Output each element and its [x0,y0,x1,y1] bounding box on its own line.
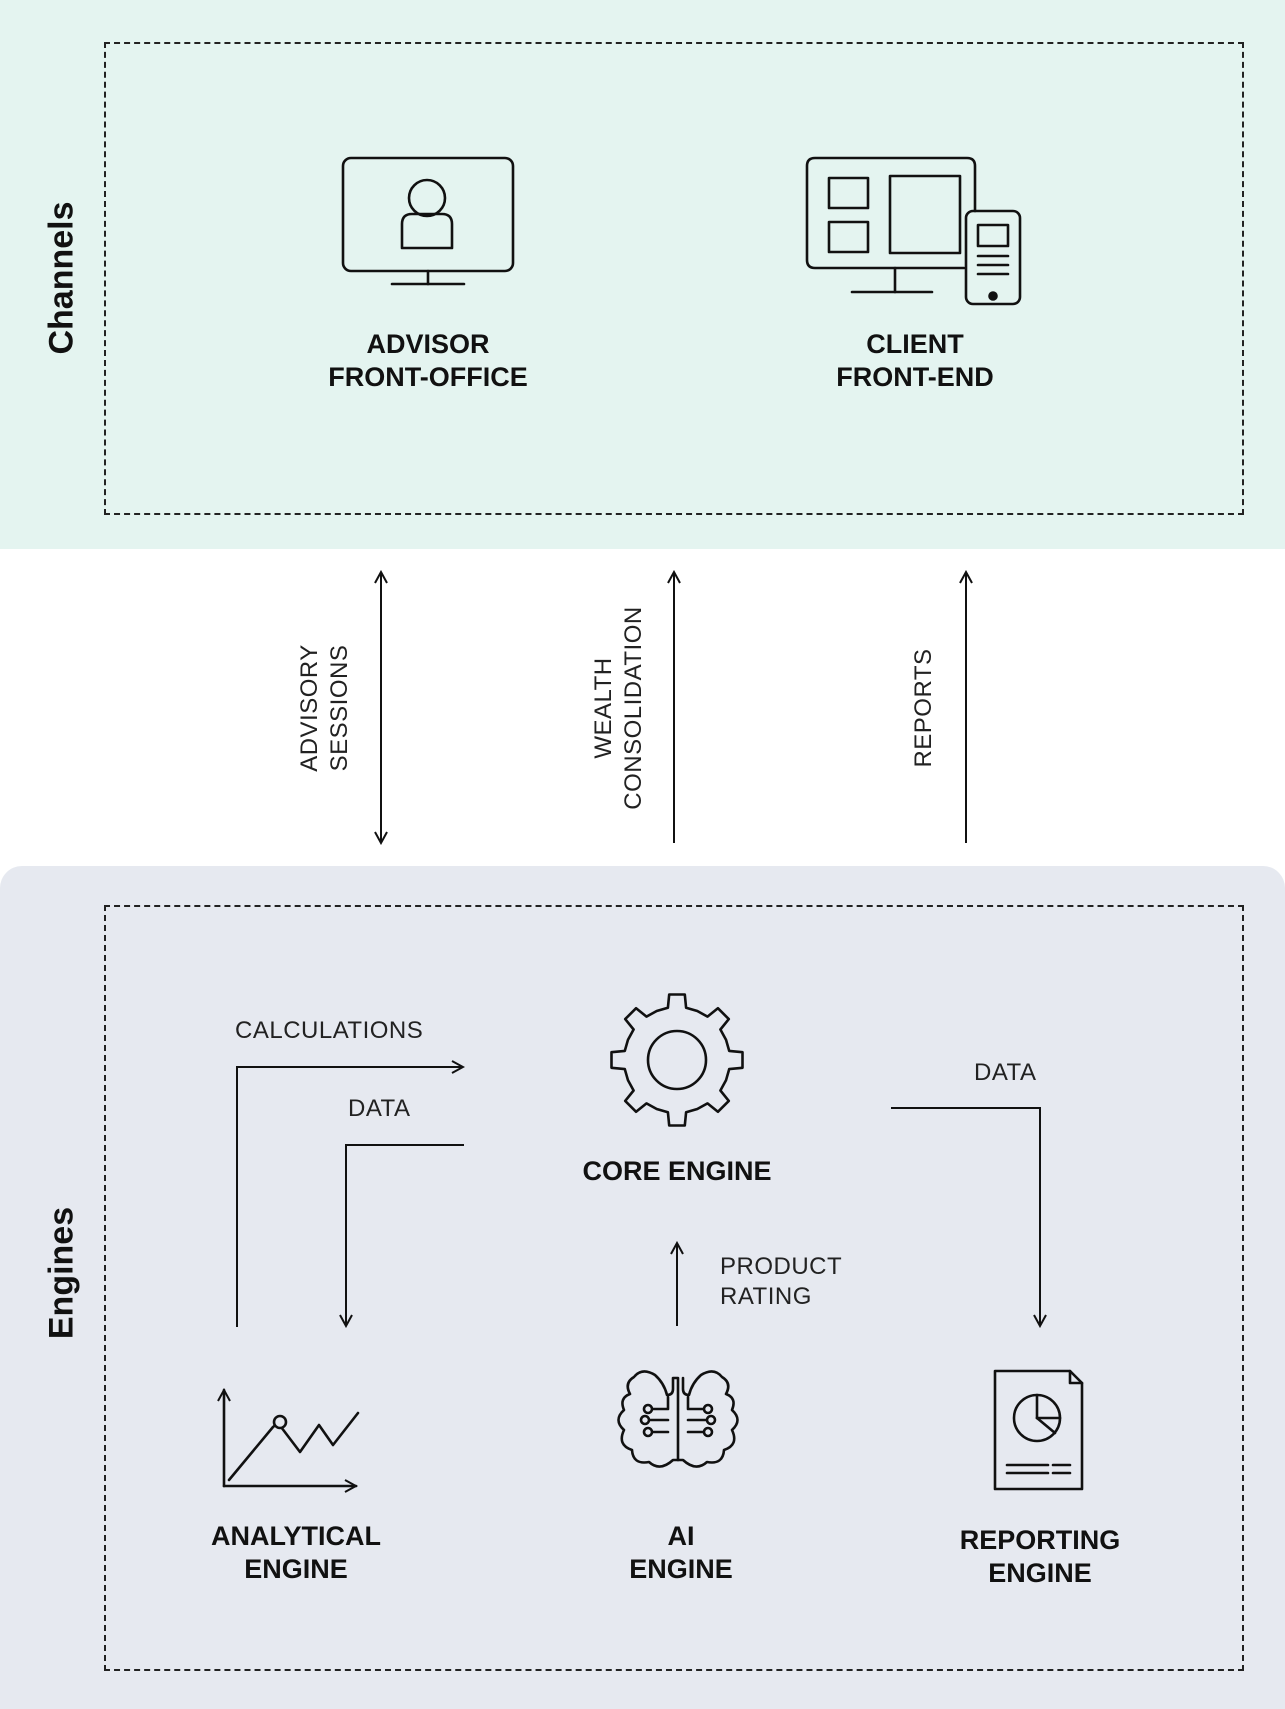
reporting-label-line1: REPORTING [959,1525,1121,1555]
gear-icon [610,993,744,1127]
analytical-engine-label: ANALYTICAL ENGINE [136,1520,456,1586]
monitor-user-icon [341,156,515,286]
data-to-analytical-label: DATA [348,1095,411,1122]
wealth-label-line2: CONSOLIDATION [620,606,647,810]
ai-label-line2: ENGINE [629,1554,733,1584]
advisory-label-line2: SESSIONS [326,644,353,772]
product-rating-label: PRODUCT RATING [720,1252,842,1312]
product-rating-line1: PRODUCT [720,1253,843,1280]
line-chart-icon [224,1390,360,1486]
reports-label: REPORTS [909,648,939,767]
data-to-reporting-arrow [891,1107,1040,1326]
data-to-reporting-label: DATA [974,1059,1037,1086]
core-label-line1: CORE ENGINE [582,1156,772,1186]
engines-band [0,866,1285,1709]
client-front-end-label: CLIENT FRONT-END [755,328,1075,394]
product-rating-line2: RATING [720,1283,812,1310]
desktop-mobile-icon [805,156,1022,306]
advisor-label-line2: FRONT-OFFICE [328,362,528,392]
reports-label-text: REPORTS [910,648,937,768]
ai-label-line1: AI [667,1521,695,1551]
channels-container [104,42,1244,515]
channels-band [0,0,1285,549]
core-engine-label: CORE ENGINE [517,1155,837,1188]
analytical-label-line1: ANALYTICAL [210,1521,381,1551]
reporting-engine-label: REPORTING ENGINE [880,1524,1200,1590]
gear-hub-icon [646,1029,708,1091]
client-label-line2: FRONT-END [836,362,994,392]
pie-chart-document-icon [993,1369,1084,1491]
wealth-consolidation-label: WEALTH CONSOLIDATION [589,606,649,809]
advisor-front-office-label: ADVISOR FRONT-OFFICE [268,328,588,394]
advisor-label-line1: ADVISOR [366,329,490,359]
wealth-label-line1: WEALTH [590,657,617,759]
analytical-label-line2: ENGINE [244,1554,348,1584]
ai-engine-label: AI ENGINE [521,1520,841,1586]
data-to-analytical-arrow [346,1144,464,1326]
calculations-label: CALCULATIONS [235,1017,424,1044]
engines-container [104,905,1244,1671]
calculations-arrow [236,1067,463,1327]
reporting-label-line2: ENGINE [988,1558,1092,1588]
advisory-label-line1: ADVISORY [296,644,323,772]
brain-circuit-icon [617,1370,739,1468]
client-label-line1: CLIENT [866,329,964,359]
advisory-sessions-label: ADVISORY SESSIONS [295,644,355,772]
